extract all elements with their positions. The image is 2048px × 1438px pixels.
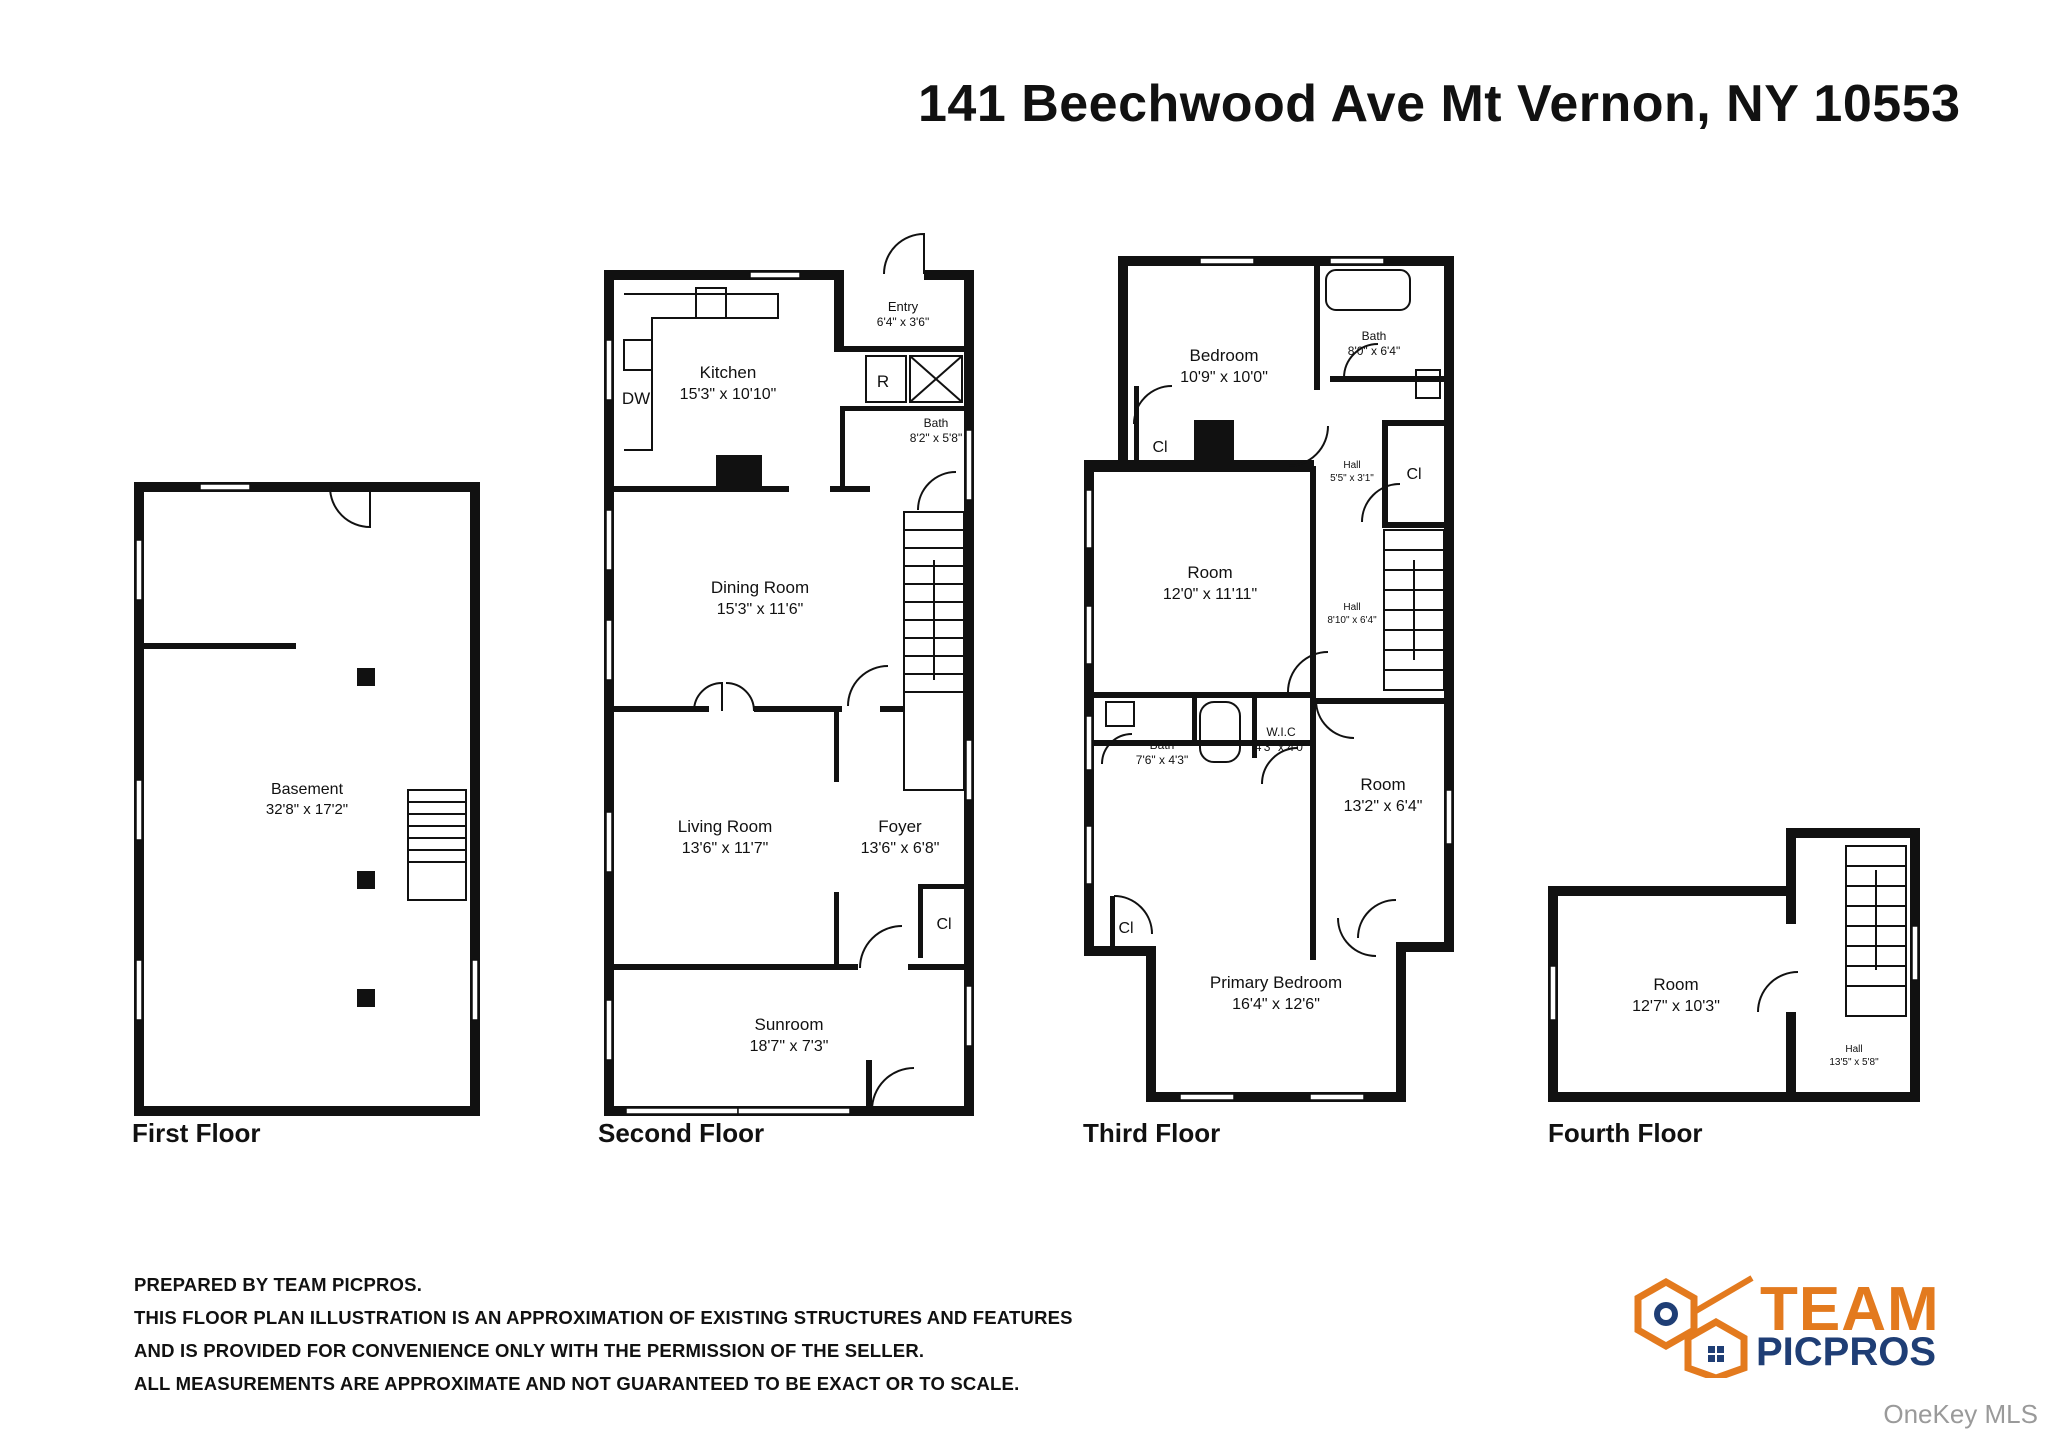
foyer-label: Foyer	[878, 817, 922, 836]
disclaimer-line-1: PREPARED BY TEAM PICPROS.	[134, 1274, 423, 1295]
third-floor-plan: Bedroom 10'9" x 10'0" Cl Bath 8'0" x 6'4…	[1084, 256, 1454, 1102]
fourth-floor-caption: Fourth Floor	[1548, 1118, 1703, 1148]
dw-label: DW	[622, 389, 650, 408]
fourth-floor-plan: Room 12'7" x 10'3" Hall 13'5" x 5'8"	[1548, 828, 1920, 1102]
third-floor-caption: Third Floor	[1083, 1118, 1221, 1148]
room4-label: Room	[1653, 975, 1698, 994]
foyer-dim: 13'6" x 6'8"	[861, 840, 940, 857]
closet-label: Cl	[936, 916, 951, 933]
hall3b-label: Hall	[1343, 602, 1360, 613]
dining-label: Dining Room	[711, 578, 809, 597]
page-title: 141 Beechwood Ave Mt Vernon, NY 10553	[918, 75, 1961, 133]
kitchen-dim: 15'3" x 10'10"	[680, 386, 777, 403]
disclaimer: PREPARED BY TEAM PICPROS. THIS FLOOR PLA…	[134, 1268, 1073, 1400]
bath3a-dim: 8'0" x 6'4"	[1348, 344, 1400, 358]
primary-bedroom-dim: 16'4" x 12'6"	[1232, 996, 1320, 1013]
disclaimer-line-4: ALL MEASUREMENTS ARE APPROXIMATE AND NOT…	[134, 1373, 1020, 1394]
mls-watermark: OneKey MLS	[1883, 1399, 2038, 1429]
bath3b-dim: 7'6" x 4'3"	[1136, 753, 1188, 767]
wic-label: W.I.C	[1266, 725, 1296, 739]
closet-third-a-label: Cl	[1152, 439, 1167, 456]
hall4-label: Hall	[1845, 1044, 1862, 1055]
bath3a-label: Bath	[1362, 329, 1387, 343]
closet-third-b-label: Cl	[1406, 466, 1421, 483]
hall4-dim: 13'5" x 5'8"	[1829, 1057, 1879, 1068]
bath2-dim: 8'2" x 5'8"	[910, 431, 962, 445]
room4-dim: 12'7" x 10'3"	[1632, 998, 1720, 1015]
closet-third-c-label: Cl	[1118, 920, 1133, 937]
living-label: Living Room	[678, 817, 773, 836]
living-dim: 13'6" x 11'7"	[682, 840, 769, 857]
logo-text-team: TEAM	[1760, 1275, 1940, 1344]
entry-label: Entry	[888, 299, 919, 314]
bedroom-label: Bedroom	[1190, 346, 1259, 365]
hall3a-label: Hall	[1343, 460, 1360, 471]
hall3a-dim: 5'5" x 3'1"	[1330, 473, 1374, 484]
room3a-dim: 12'0" x 11'11"	[1163, 586, 1257, 603]
sunroom-dim: 18'7" x 7'3"	[750, 1038, 829, 1055]
first-floor-caption: First Floor	[132, 1118, 261, 1148]
disclaimer-line-2: THIS FLOOR PLAN ILLUSTRATION IS AN APPRO…	[134, 1307, 1073, 1328]
logo-text-picpros: PICPROS	[1756, 1330, 1937, 1374]
bedroom-dim: 10'9" x 10'0"	[1180, 369, 1268, 386]
dining-dim: 15'3" x 11'6"	[717, 601, 804, 618]
primary-bedroom-label: Primary Bedroom	[1210, 973, 1342, 992]
wic-dim: 4'3" x 4'0"	[1255, 740, 1307, 754]
second-floor-plan: Entry 6'4" x 3'6" Kitchen 15'3" x 10'10"…	[604, 232, 974, 1116]
first-floor-plan: Basement 32'8" x 17'2"	[134, 482, 480, 1116]
bath3b-label: Bath	[1150, 738, 1175, 752]
fridge-label: R	[877, 372, 889, 391]
logo-mark-icon	[1634, 1275, 1754, 1382]
disclaimer-line-3: AND IS PROVIDED FOR CONVENIENCE ONLY WIT…	[134, 1340, 925, 1361]
basement-label: Basement	[271, 781, 344, 798]
room3a-label: Room	[1187, 563, 1232, 582]
hall3b-dim: 8'10" x 6'4"	[1327, 615, 1377, 626]
basement-dim: 32'8" x 17'2"	[266, 801, 348, 818]
second-floor-caption: Second Floor	[598, 1118, 765, 1148]
kitchen-label: Kitchen	[700, 363, 757, 382]
room3b-dim: 13'2" x 6'4"	[1344, 798, 1423, 815]
bath2-label: Bath	[924, 416, 949, 430]
entry-dim: 6'4" x 3'6"	[877, 315, 929, 329]
room3b-label: Room	[1360, 775, 1405, 794]
sunroom-label: Sunroom	[755, 1015, 824, 1034]
team-picpros-logo: TEAM PICPROS	[1628, 1268, 1958, 1382]
